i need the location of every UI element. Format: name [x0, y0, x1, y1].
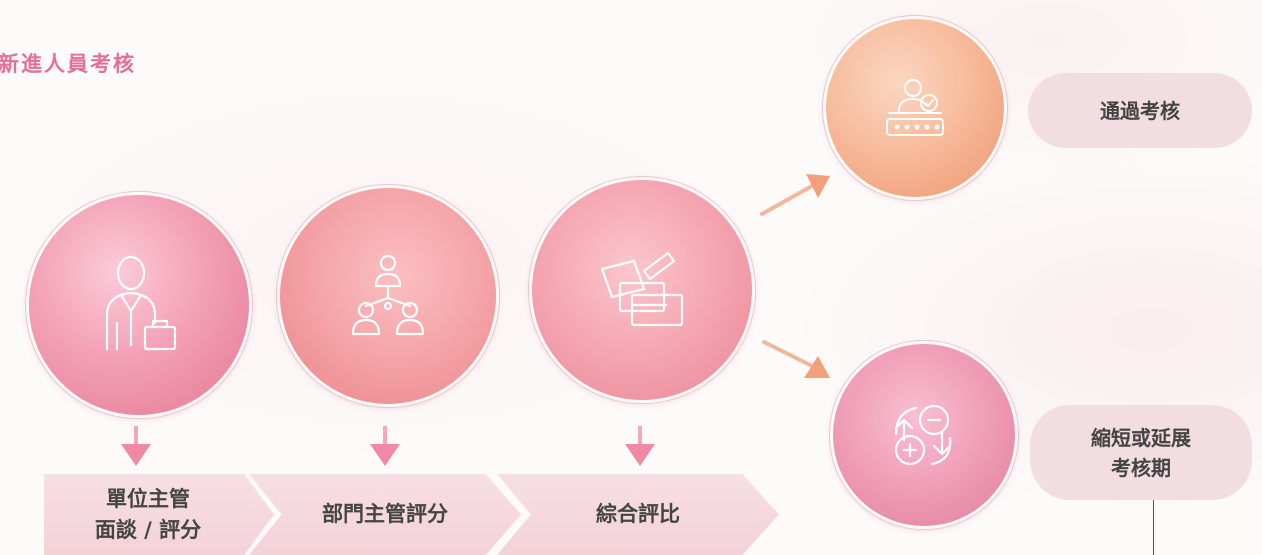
arrow-to-adjust — [762, 340, 830, 378]
connector-line — [1153, 500, 1154, 555]
step-label-line: 單位主管 — [105, 486, 190, 511]
outcome-label-line: 考核期 — [1111, 455, 1171, 480]
outcome-circle-pass — [823, 16, 1007, 200]
arrow-to-pass — [760, 174, 830, 216]
outcome-circle-adjust — [830, 341, 1018, 529]
manager-briefcase-icon — [105, 255, 177, 351]
cards-pencil-icon — [600, 251, 684, 327]
down-arrow — [625, 426, 655, 468]
step-circle-overall-eval — [529, 177, 755, 403]
step-circle-dept-score — [277, 185, 499, 407]
step-label-overall-eval: 綜合評比 — [497, 474, 779, 555]
step-label-dept-score: 部門主管評分 — [249, 474, 521, 555]
step-label-line: 綜合評比 — [596, 502, 680, 526]
outcome-label-line: 縮短或延展 — [1091, 425, 1191, 450]
outcome-label-adjust: 縮短或延展 考核期 — [1030, 405, 1252, 500]
org-hierarchy-icon — [351, 254, 425, 336]
outcome-label-pass: 通過考核 — [1028, 73, 1252, 148]
outcome-label-line: 通過考核 — [1100, 98, 1180, 123]
page-title: 新進人員考核 — [0, 52, 136, 76]
step-label-line: 面談 / 評分 — [94, 517, 202, 542]
step-circle-manager-interview — [26, 192, 252, 418]
plus-minus-cycle-icon — [894, 404, 952, 466]
down-arrow — [121, 426, 151, 468]
user-check-password-icon — [886, 79, 944, 136]
down-arrow — [370, 426, 400, 468]
step-label-manager-interview: 單位主管 面談 / 評分 — [44, 474, 274, 555]
step-label-line: 部門主管評分 — [322, 502, 448, 526]
